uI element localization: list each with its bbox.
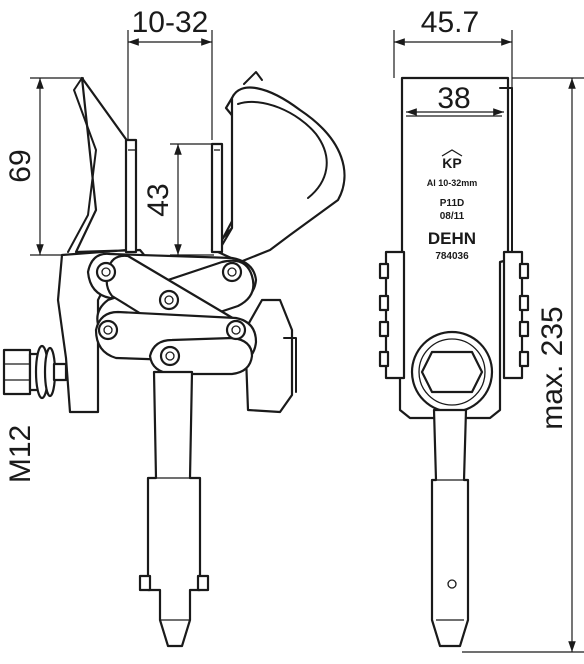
plate-model: P11D xyxy=(440,198,464,209)
dim-thread-label: M12 xyxy=(4,425,37,483)
plate-logo-mark xyxy=(441,149,463,157)
plate-date: 08/11 xyxy=(440,211,465,222)
pivot-pins xyxy=(95,261,247,367)
dim-clamp-range: 10-32 xyxy=(127,6,213,140)
side-view: 10-32 69 43 M12 xyxy=(2,6,346,648)
dim-width-overall-label: 45.7 xyxy=(421,6,479,39)
front-bolt xyxy=(410,330,494,414)
nameplate: KP Al 10-32mm P11D 08/11 DEHN 784036 xyxy=(427,149,478,262)
front-side-plate-right xyxy=(502,250,524,380)
dim-length-max-label: max. 235 xyxy=(536,306,569,429)
dim-opening-height-label: 43 xyxy=(142,183,175,216)
left-pad xyxy=(124,138,138,254)
front-shaft xyxy=(430,408,470,648)
plate-logo: KP xyxy=(442,155,461,171)
front-view: KP Al 10-32mm P11D 08/11 DEHN 784036 45.… xyxy=(378,6,584,653)
plate-brand: DEHN xyxy=(428,229,476,248)
lower-lug xyxy=(243,298,294,414)
dim-opening-height: 43 xyxy=(142,143,214,256)
shaft xyxy=(146,370,202,648)
dim-clamp-range-label: 10-32 xyxy=(132,6,209,39)
right-pad xyxy=(210,142,224,254)
plate-part-number: 784036 xyxy=(435,251,469,262)
dim-jaw-height-label: 69 xyxy=(4,149,37,182)
dim-width-inner: 38 xyxy=(406,82,504,116)
front-rivets xyxy=(378,262,530,368)
dim-jaw-height: 69 xyxy=(4,77,84,256)
plate-range: Al 10-32mm xyxy=(427,178,478,188)
dim-length-max: max. 235 xyxy=(462,77,584,653)
front-side-plate-left xyxy=(384,250,406,380)
dim-width-inner-label: 38 xyxy=(437,82,470,115)
dim-width-overall: 45.7 xyxy=(393,6,513,88)
side-bolt xyxy=(2,344,68,400)
